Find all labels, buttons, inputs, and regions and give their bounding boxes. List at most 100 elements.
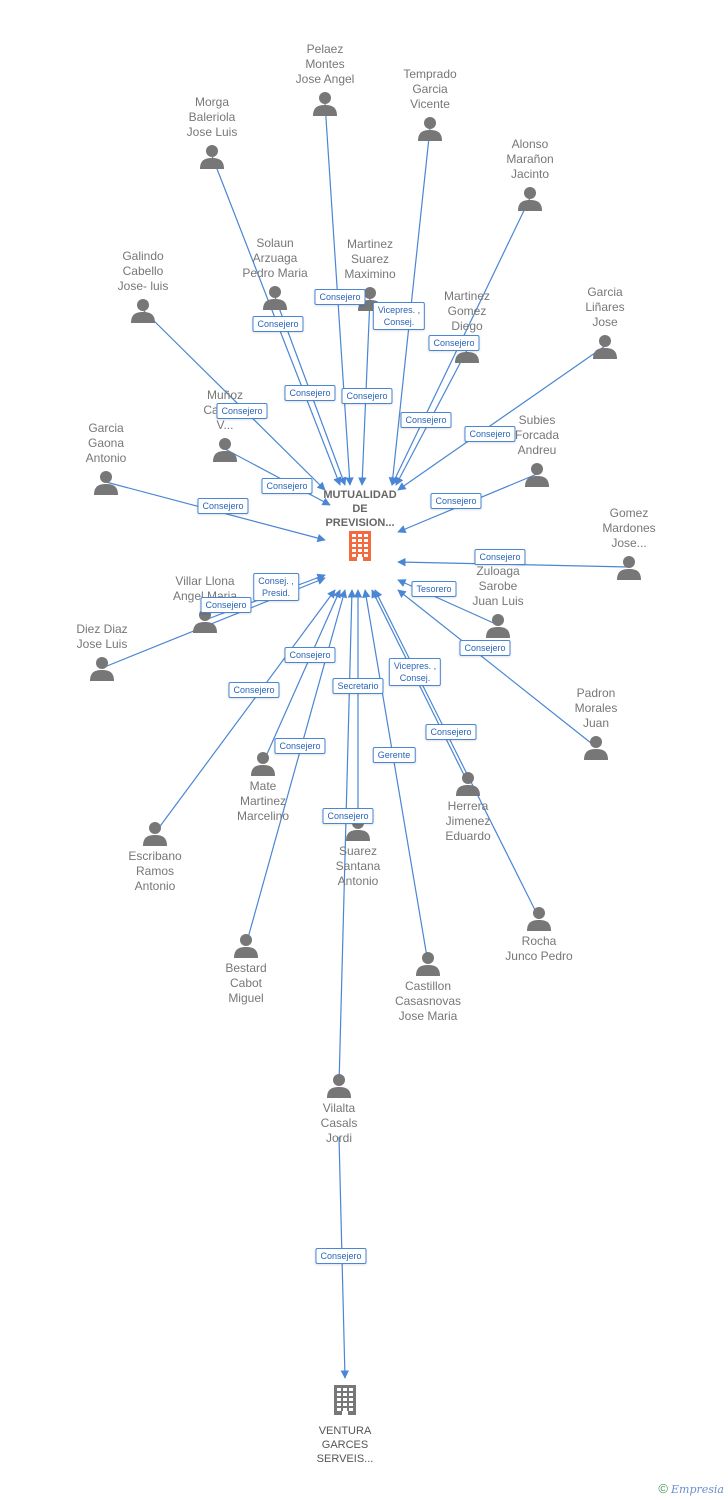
- person-name: Escribano Ramos Antonio: [128, 849, 182, 893]
- person-node-castillon[interactable]: Castillon Casasnovas Jose Maria: [378, 949, 478, 1024]
- person-name: Gomez Mardones Jose...: [602, 506, 656, 550]
- person-icon: [582, 733, 610, 761]
- role-label-herrera[interactable]: Vicepres. , Consej.: [388, 658, 442, 686]
- main-company-node[interactable]: MUTUALIDAD DE PREVISION...: [305, 488, 415, 566]
- building-icon: [305, 530, 415, 566]
- person-icon: [198, 142, 226, 170]
- brand-logo: Empresia: [671, 1483, 724, 1496]
- role-label-castillon[interactable]: Gerente: [372, 747, 416, 763]
- person-icon: [523, 460, 551, 488]
- person-name: Bestard Cabot Miguel: [225, 961, 267, 1005]
- person-icon: [325, 1071, 353, 1099]
- role-label-rocha[interactable]: Consejero: [425, 724, 477, 740]
- person-node-zuloaga[interactable]: Zuloaga Sarobe Juan Luis: [448, 564, 548, 639]
- person-node-herrera[interactable]: Herrera Jimenez Eduardo: [418, 769, 518, 844]
- person-name: Morga Baleriola Jose Luis: [186, 95, 238, 139]
- person-icon: [211, 435, 239, 463]
- person-name: Garcia Liñares Jose: [585, 285, 625, 329]
- role-label-galindo[interactable]: Consejero: [216, 403, 268, 419]
- person-icon: [129, 296, 157, 324]
- role-label-subies[interactable]: Consejero: [430, 493, 482, 509]
- link-castillon: [362, 589, 429, 964]
- person-node-rocha[interactable]: Rocha Junco Pedro: [489, 904, 589, 964]
- footer-brand: ©Empresia: [658, 1481, 724, 1496]
- link-mate: [262, 589, 341, 764]
- role-label-garcia-linares[interactable]: Consejero: [464, 426, 516, 442]
- person-name: Padron Morales Juan: [574, 686, 618, 730]
- role-label-villar[interactable]: Consej. , Presid.: [253, 573, 299, 601]
- role-label-mate[interactable]: Consejero: [284, 647, 336, 663]
- person-node-morga[interactable]: Morga Baleriola Jose Luis: [162, 95, 262, 170]
- role-label-escribano[interactable]: Consejero: [228, 682, 280, 698]
- person-name: Vilalta Casals Jordi: [320, 1101, 358, 1145]
- person-node-alonso[interactable]: Alonso Marañon Jacinto: [480, 137, 580, 212]
- role-label-munoz[interactable]: Consejero: [261, 478, 313, 494]
- person-node-martinez-gomez[interactable]: Martinez Gomez Diego: [417, 289, 517, 364]
- role-label-bestard[interactable]: Consejero: [274, 738, 326, 754]
- person-icon: [261, 283, 289, 311]
- person-node-garcia-linares[interactable]: Garcia Liñares Jose: [555, 285, 655, 360]
- role-label-vilalta[interactable]: Consejero: [322, 808, 374, 824]
- person-name: Alonso Marañon Jacinto: [506, 137, 554, 181]
- role-label-martinez-gomez[interactable]: Consejero: [400, 412, 452, 428]
- role-label-pelaez[interactable]: Consejero: [314, 289, 366, 305]
- person-name: Herrera Jimenez Eduardo: [445, 799, 491, 843]
- person-name: Zuloaga Sarobe Juan Luis: [472, 564, 524, 608]
- person-node-subies[interactable]: Subies Forcada Andreu: [487, 413, 587, 488]
- person-node-garcia-gaona[interactable]: Garcia Gaona Antonio: [56, 421, 156, 496]
- person-node-bestard[interactable]: Bestard Cabot Miguel: [196, 931, 296, 1006]
- role-label-alonso[interactable]: Consejero: [428, 335, 480, 351]
- person-icon: [525, 904, 553, 932]
- person-icon: [484, 611, 512, 639]
- link-vilalta: [338, 589, 357, 1086]
- person-name: Solaun Arzuaga Pedro Maria: [242, 236, 308, 280]
- person-node-pelaez[interactable]: Pelaez Montes Jose Angel: [275, 42, 375, 117]
- person-icon: [591, 332, 619, 360]
- role-label-suarez[interactable]: Secretario: [332, 678, 384, 694]
- link-garcia-linares: [397, 345, 606, 491]
- person-node-galindo[interactable]: Galindo Cabello Jose- luis: [93, 249, 193, 324]
- role-label-solaun[interactable]: Consejero: [284, 385, 336, 401]
- role-label-garcia-gaona[interactable]: Consejero: [197, 498, 249, 514]
- person-node-temprado[interactable]: Temprado Garcia Vicente: [380, 67, 480, 142]
- role-label-diez[interactable]: Consejero: [200, 597, 252, 613]
- copyright-symbol: ©: [658, 1481, 668, 1496]
- role-label-martinez-suarez[interactable]: Consejero: [341, 388, 393, 404]
- person-name: Subies Forcada Andreu: [514, 413, 560, 457]
- link-rocha: [374, 589, 540, 919]
- person-icon: [249, 749, 277, 777]
- main-company-name: MUTUALIDAD DE PREVISION...: [323, 489, 397, 529]
- building-icon: [290, 1384, 400, 1420]
- person-icon: [454, 769, 482, 797]
- person-icon: [414, 949, 442, 977]
- person-icon: [88, 654, 116, 682]
- person-node-padron[interactable]: Padron Morales Juan: [546, 686, 646, 761]
- person-icon: [416, 114, 444, 142]
- person-node-solaun[interactable]: Solaun Arzuaga Pedro Maria: [225, 236, 325, 311]
- person-name: Castillon Casasnovas Jose Maria: [394, 979, 462, 1023]
- person-node-vilalta[interactable]: Vilalta Casals Jordi: [289, 1071, 389, 1146]
- second-company-node[interactable]: VENTURA GARCES SERVEIS...: [290, 1384, 400, 1466]
- person-node-munoz[interactable]: Muñoz Castello V...: [175, 388, 275, 463]
- role-label-zuloaga[interactable]: Tesorero: [411, 581, 457, 597]
- link-escribano: [154, 589, 336, 834]
- person-icon: [232, 931, 260, 959]
- person-node-suarez[interactable]: Suarez Santana Antonio: [308, 814, 408, 889]
- role-label-temprado[interactable]: Vicepres. , Consej.: [372, 302, 426, 330]
- person-node-gomez-mardones[interactable]: Gomez Mardones Jose...: [579, 506, 679, 581]
- person-icon: [92, 468, 120, 496]
- person-node-mate[interactable]: Mate Martinez Marcelino: [213, 749, 313, 824]
- role-label-gomez-mardones[interactable]: Consejero: [474, 549, 526, 565]
- role-label-vilalta-2[interactable]: Consejero: [315, 1248, 367, 1264]
- link-galindo: [142, 309, 326, 491]
- person-name: Temprado Garcia Vicente: [403, 67, 457, 111]
- person-node-diez[interactable]: Diez Diaz Jose Luis: [52, 622, 152, 682]
- role-label-morga[interactable]: Consejero: [252, 316, 304, 332]
- person-node-escribano[interactable]: Escribano Ramos Antonio: [105, 819, 205, 894]
- person-icon: [615, 553, 643, 581]
- role-label-padron[interactable]: Consejero: [459, 640, 511, 656]
- person-name: Pelaez Montes Jose Angel: [295, 42, 355, 86]
- person-name: Rocha Junco Pedro: [505, 934, 573, 963]
- link-herrera: [371, 589, 469, 784]
